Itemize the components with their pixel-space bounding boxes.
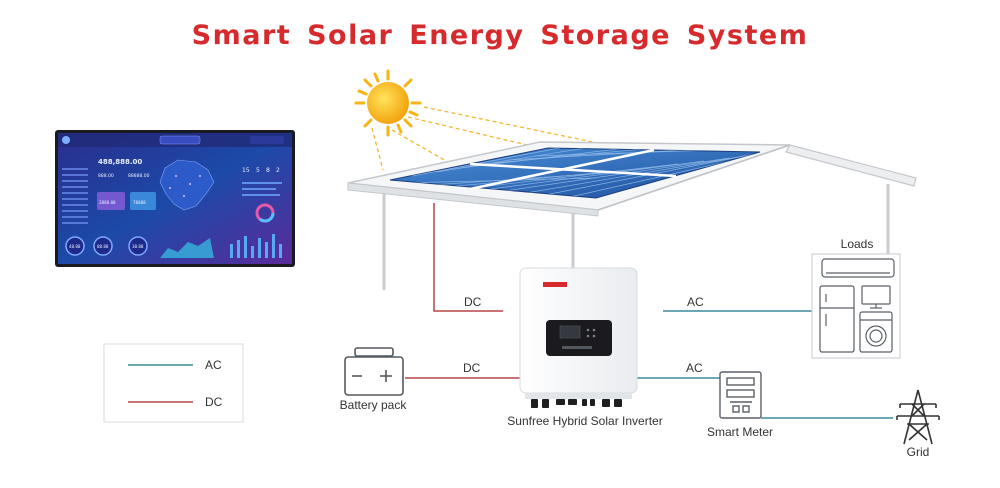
- screen-digit-1: 15: [242, 167, 250, 174]
- screen-gauge-value-3: 38.88: [132, 244, 144, 249]
- smart-meter-icon: [719, 371, 762, 419]
- screen-sub-value-2: 88888.00: [128, 173, 150, 179]
- screen-digit-counter: 15 5 8 2: [242, 167, 280, 174]
- screen-map-graphic: [159, 159, 215, 211]
- screen-headline-value: 488,888.00: [98, 158, 142, 166]
- solar-panel: [389, 147, 761, 199]
- screen-area-chart: [160, 238, 214, 258]
- legend-dc-label: DC: [205, 395, 223, 409]
- loads-label: Loads: [841, 237, 874, 251]
- legend-ac-label: AC: [205, 358, 222, 372]
- battery-icon: [344, 347, 404, 396]
- screen-bar-chart: [230, 234, 282, 258]
- sunlight-rays: [371, 106, 613, 171]
- washing-machine-icon: [859, 311, 893, 353]
- screen-gauge-value-1: 48.88: [69, 244, 81, 249]
- screen-digit-4: 2: [276, 167, 280, 174]
- battery-label: Battery pack: [340, 398, 408, 412]
- battery-inverter-label: DC: [463, 361, 481, 375]
- monitoring-screen: 488,888.00 888.00 88888.00 2888.88 78888…: [55, 130, 295, 267]
- sun-icon: [354, 69, 422, 137]
- screen-sub-value-1: 888.00: [98, 173, 114, 179]
- refrigerator-icon: [819, 285, 855, 353]
- inverter-label: Sunfree Hybrid Solar Inverter: [507, 414, 662, 428]
- screen-card-value-2: 78888: [133, 200, 146, 205]
- legend: AC DC: [103, 343, 244, 423]
- screen-gauge-value-2: 88.88: [97, 244, 109, 249]
- tv-monitor-icon: [861, 285, 891, 309]
- screen-digit-2: 5: [256, 167, 260, 174]
- screen-gauges: 48.88 88.88 38.88: [65, 236, 148, 256]
- dc-line-panel-inverter: [433, 203, 503, 312]
- smart-meter-label: Smart Meter: [707, 425, 773, 439]
- inverter-loads-label: AC: [687, 295, 704, 309]
- home-appliances-icon: [811, 253, 901, 359]
- hybrid-inverter: [519, 267, 638, 408]
- screen-card-value-1: 2888.88: [99, 200, 116, 205]
- screen-side-list: [62, 168, 88, 224]
- power-tower-icon: [896, 389, 940, 445]
- diagram-title: Smart Solar Energy Storage System: [191, 20, 809, 51]
- air-conditioner-icon: [821, 258, 895, 278]
- panel-inverter-label: DC: [464, 295, 482, 309]
- grid-label: Grid: [907, 445, 930, 459]
- screen-digit-3: 8: [266, 167, 270, 174]
- inverter-meter-label: AC: [686, 361, 703, 375]
- inverter-brand-logo: [543, 282, 567, 287]
